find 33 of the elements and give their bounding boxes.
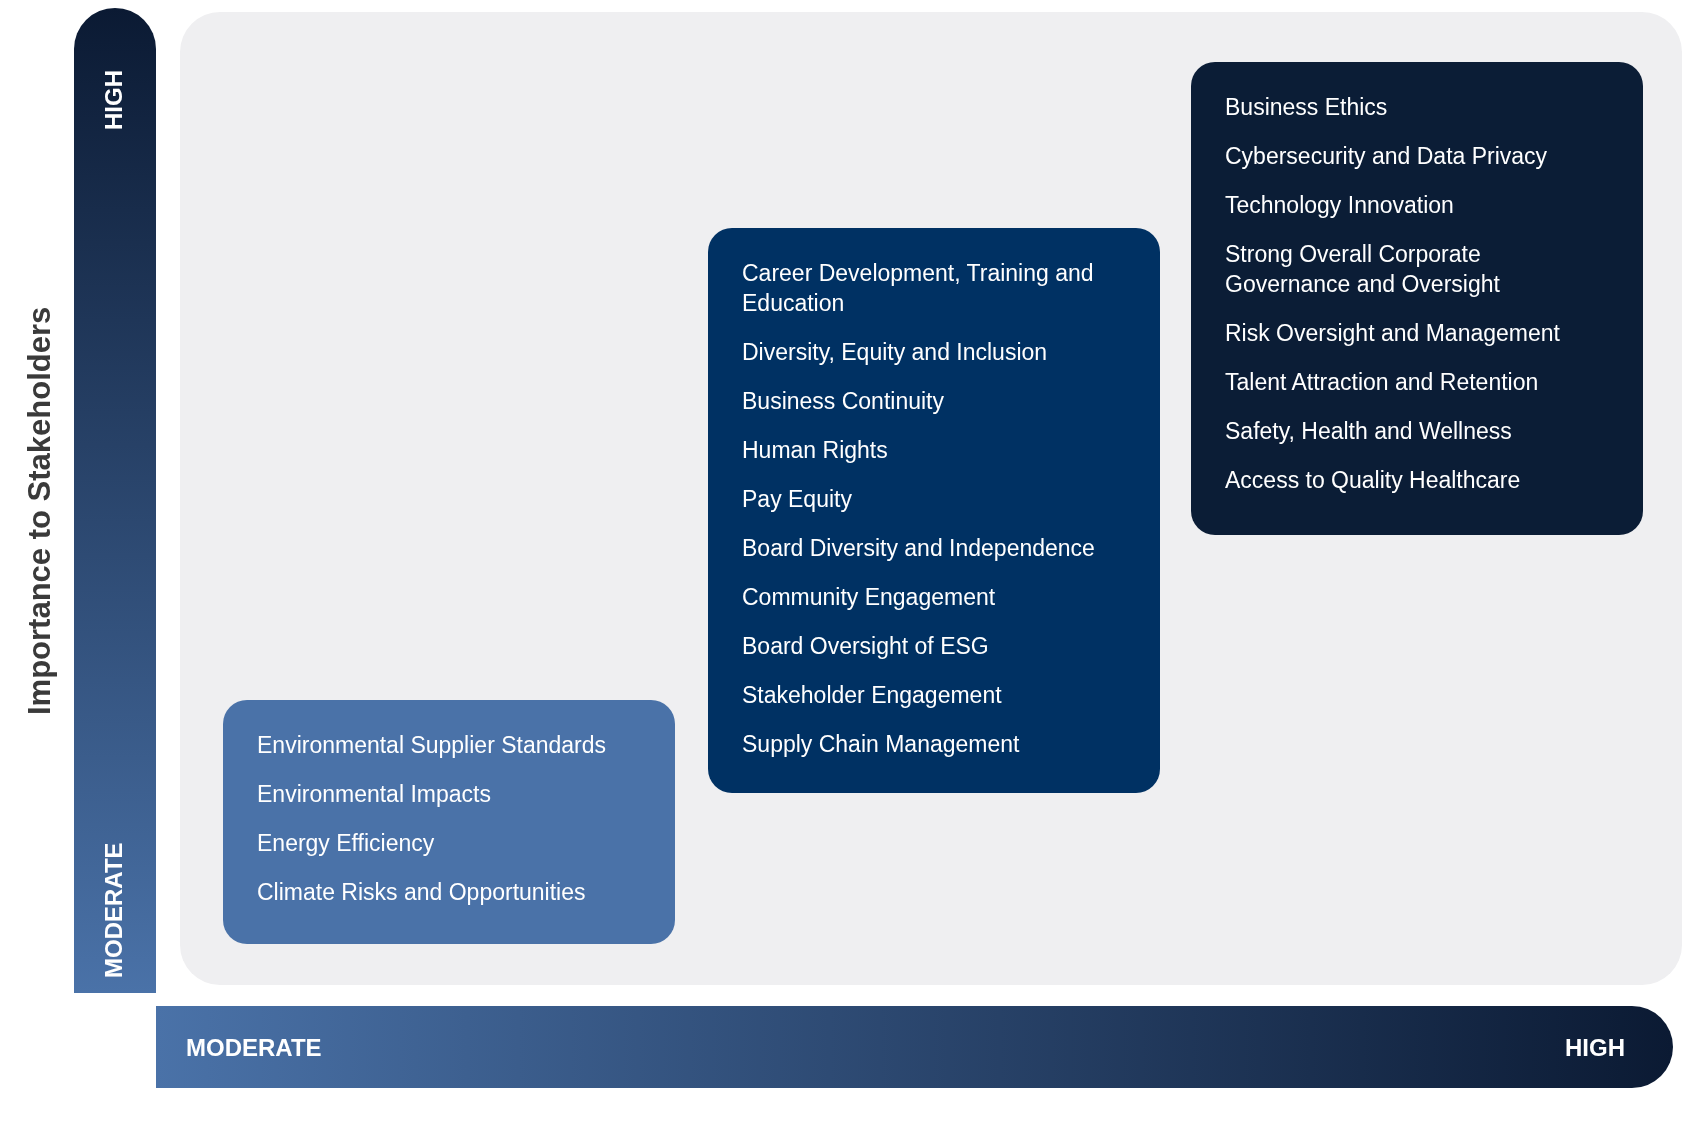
topic-text: Business Continuity [742,387,945,416]
topic-text: Environmental Impacts [257,780,492,809]
axis-level-label: HIGH [100,70,128,130]
topic-text: Human Rights [742,436,889,465]
vertical-axis-bar [74,8,156,993]
axis-level-label: MODERATE [186,1034,322,1062]
matrix-panel [180,12,1682,985]
topic-text: Strong Overall Corporate Governance and Oversight [1225,240,1501,299]
topic-text: Community Engagement [742,583,997,612]
topic-text: Energy Efficiency [257,829,436,858]
topic-text: Risk Oversight and Management [1225,319,1561,348]
topic-text: Pay Equity [742,485,853,514]
topic-text: Access to Quality Healthcare [1225,466,1522,495]
topic-group-box [223,700,675,944]
topic-text: Diversity, Equity and Inclusion [742,338,1049,367]
topic-text: Safety, Health and Wellness [1225,417,1513,446]
topic-text: Cybersecurity and Data Privacy [1225,142,1549,171]
topic-text: Stakeholder Engagement [742,681,1003,710]
topic-text: Board Oversight of ESG [742,632,990,661]
topic-text: Business Ethics [1225,93,1389,122]
axis-title: Importance to Stakeholders [22,306,58,715]
horizontal-axis-bar [156,1006,1673,1088]
topic-text: Technology Innovation [1225,191,1455,220]
axis-level-label: HIGH [1565,1034,1625,1062]
topic-group-box [1191,62,1643,535]
topic-text: Supply Chain Management [742,730,1021,759]
topic-text: Talent Attraction and Retention [1225,368,1540,397]
topic-text: Career Development, Training and Education [742,259,1095,318]
topic-text: Environmental Supplier Standards [257,731,608,760]
topic-group-box [708,228,1160,793]
topic-text: Board Diversity and Independence [742,534,1096,563]
axis-level-label: MODERATE [100,842,128,978]
topic-text: Climate Risks and Opportunities [257,878,587,907]
